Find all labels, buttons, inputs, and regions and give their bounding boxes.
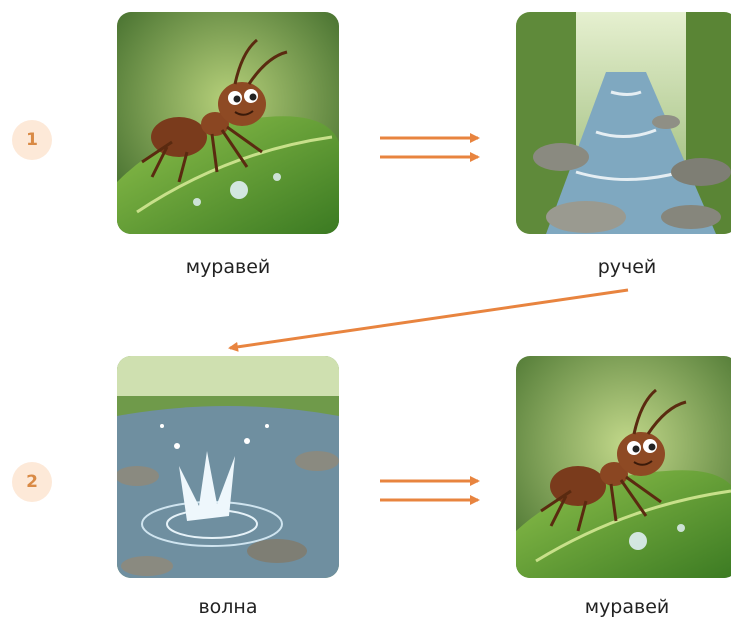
diagonal-arrow [230, 290, 628, 348]
